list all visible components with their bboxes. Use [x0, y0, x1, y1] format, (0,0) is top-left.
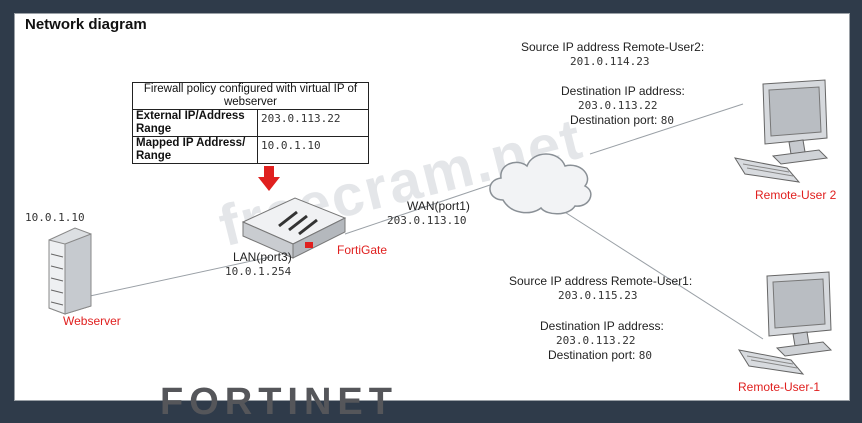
remote-user1-source-label: Source IP address Remote-User1:	[509, 274, 693, 288]
policy-table-header: Firewall policy configured with virtual …	[132, 82, 369, 110]
remote-user2-port-label: Destination port:	[570, 113, 658, 127]
fortinet-logo: FORTINET	[160, 381, 398, 423]
diagram-title: Network diagram	[25, 16, 147, 33]
server-icon	[48, 227, 92, 315]
remote-user2-source-ip: 201.0.114.23	[570, 55, 650, 68]
connection-lines	[89, 103, 764, 340]
remote-user2-port-row: Destination port: 80	[570, 113, 674, 128]
remote-user2-dest-label: Destination IP address:	[561, 84, 685, 98]
remote-user1-port: 80	[638, 349, 652, 362]
arrow-down-icon	[258, 166, 280, 191]
remote-user2-port: 80	[660, 114, 674, 127]
cloud-to-remote-user2-line	[589, 103, 744, 155]
cloud-to-remote-user1-line	[559, 208, 764, 340]
lan-port-label: LAN(port3)	[233, 250, 292, 264]
remote-user2-source-label: Source IP address Remote-User2:	[521, 40, 705, 54]
webserver-label: Webserver	[63, 314, 121, 328]
remote-user1-source-ip: 203.0.115.23	[558, 289, 638, 302]
fortigate-to-cloud-line	[344, 183, 494, 235]
policy-row-value: 203.0.113.22	[257, 109, 369, 137]
policy-row-value: 10.0.1.10	[257, 136, 369, 164]
cloud-icon	[489, 153, 592, 215]
webserver-ip: 10.0.1.10	[25, 211, 85, 224]
table-row: External IP/Address Range 203.0.113.22	[132, 109, 369, 137]
desktop-computer-icon	[733, 79, 829, 183]
remote-user1-port-row: Destination port: 80	[548, 348, 652, 363]
policy-row-label: Mapped IP Address/ Range	[132, 136, 258, 164]
remote-user2-dest-ip: 203.0.113.22	[578, 99, 658, 112]
remote-user1-dest-label: Destination IP address:	[540, 319, 664, 333]
remote-user1-dest-ip: 203.0.113.22	[556, 334, 636, 347]
lan-ip: 10.0.1.254	[225, 265, 292, 278]
diagram-frame: Network diagram freecram.net Firewall po…	[14, 13, 850, 401]
firewall-icon	[241, 197, 347, 259]
policy-table: Firewall policy configured with virtual …	[132, 82, 369, 164]
wan-ip: 203.0.113.10	[387, 214, 467, 227]
remote-user1-label: Remote-User-1	[738, 380, 821, 394]
table-row: Mapped IP Address/ Range 10.0.1.10	[132, 136, 369, 164]
webserver-to-fortigate-line	[89, 256, 271, 297]
remote-user1-port-label: Destination port:	[548, 348, 636, 362]
remote-user2-label: Remote-User 2	[755, 188, 837, 202]
desktop-computer-icon	[737, 271, 833, 375]
wan-port-label: WAN(port1)	[407, 199, 470, 213]
fortigate-label: FortiGate	[337, 243, 388, 257]
policy-row-label: External IP/Address Range	[132, 109, 258, 137]
